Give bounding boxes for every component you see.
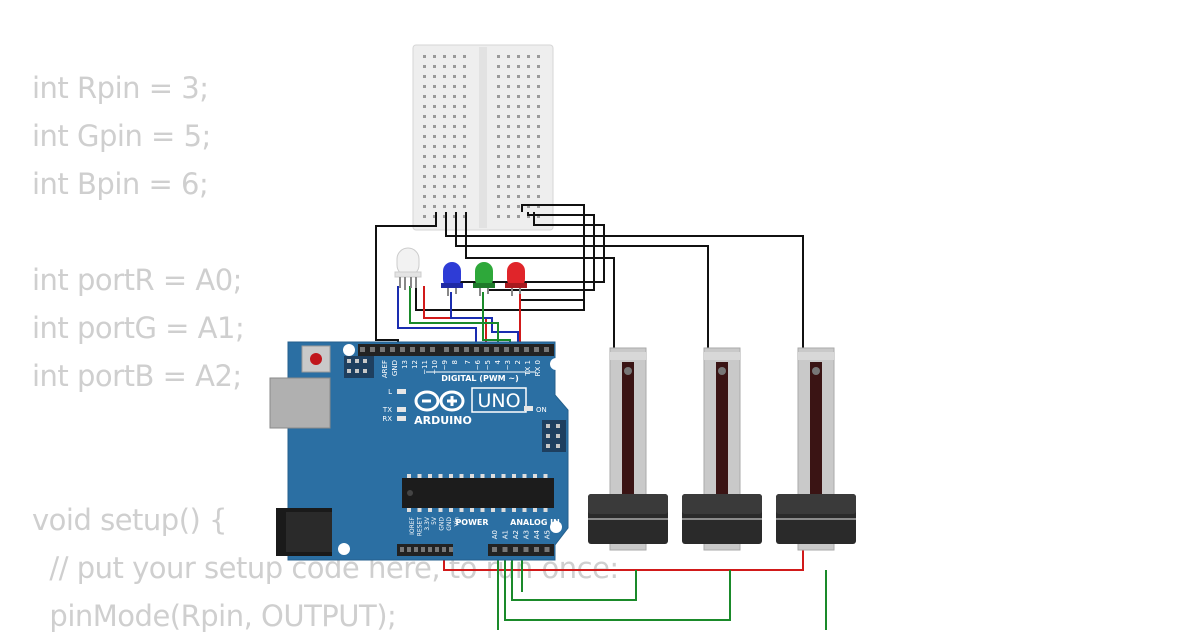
analog-pin-label: A3 [523, 530, 531, 539]
digital-pin-label: ~11 [421, 360, 429, 375]
usb-port [269, 377, 331, 429]
slide-potentiometer-1[interactable] [588, 347, 668, 551]
on-led-label: ON [536, 406, 547, 414]
breadboard [412, 44, 554, 231]
microcontroller-chip [402, 474, 554, 512]
power-pin-label: GND [446, 517, 453, 531]
power-label: POWER [455, 518, 488, 527]
code-line: int portG = A1; [32, 311, 245, 345]
tx-led-label: TX [382, 406, 392, 414]
code-line: int Rpin = 3; [32, 71, 209, 105]
digital-pin-label: 12 [411, 360, 419, 369]
analog-pin-label: A0 [491, 530, 499, 539]
green-wires [409, 286, 827, 630]
digital-pin-label: 13 [401, 360, 409, 369]
digital-pin-label: AREF [381, 360, 389, 378]
code-line: int portR = A0; [32, 263, 242, 297]
black-wires [375, 204, 804, 358]
slide-potentiometer-3[interactable] [776, 347, 856, 551]
l-led-label: L [388, 388, 392, 396]
power-pin-label: GND [439, 517, 446, 531]
digital-pin-label: 7 [464, 360, 472, 364]
digital-pin-label: ~9 [441, 360, 449, 370]
analog-pin-label: A2 [512, 530, 520, 539]
slide-potentiometer-2[interactable] [682, 347, 762, 551]
digital-pin-label: TX 1 [524, 360, 532, 377]
code-line: void setup() { [32, 503, 227, 537]
digital-pin-label: 8 [451, 360, 459, 364]
code-line: pinMode(Rpin, OUTPUT); [32, 599, 397, 633]
power-pin-label: IOREF [409, 516, 416, 534]
rgb-led [394, 247, 422, 290]
blue-led [441, 262, 463, 296]
code-line: int Bpin = 6; [32, 167, 209, 201]
analog-pin-label: A4 [533, 529, 541, 539]
digital-pin-label: GND [391, 360, 399, 376]
power-pin-label: 5V [431, 516, 438, 525]
analog-pin-label: A5 [544, 530, 552, 539]
green-led [473, 262, 495, 296]
digital-label: DIGITAL (PWM ~) [441, 374, 519, 383]
slider-knob[interactable] [682, 494, 762, 544]
rx-led-label: RX [382, 415, 392, 423]
code-editor-background: int Rpin = 3; int Gpin = 5; int Bpin = 6; i… [32, 64, 619, 640]
digital-pin-label: RX 0 [534, 360, 542, 376]
slider-knob[interactable] [588, 494, 668, 544]
analog-pin-label: A1 [502, 530, 510, 539]
slider-knob[interactable] [776, 494, 856, 544]
red-led [505, 262, 527, 296]
code-line: int Gpin = 5; [32, 119, 211, 153]
power-pin-label: 3.3V [424, 516, 431, 531]
digital-pin-label: ~6 [474, 359, 482, 370]
digital-pin-label: 2 [514, 360, 522, 364]
digital-pin-label: 4 [494, 359, 502, 364]
digital-pin-label: ~10 [431, 360, 439, 375]
analog-header [488, 544, 554, 556]
power-pin-label: Vin [453, 517, 460, 527]
power-pin-label: RESET [416, 517, 423, 537]
digital-pin-label: ~3 [504, 360, 512, 370]
analog-label: ANALOG IN [510, 518, 560, 527]
board-model: UNO [477, 390, 520, 412]
arduino-logo-icon [414, 390, 465, 412]
code-line: int portB = A2; [32, 359, 242, 393]
board-brand: ARDUINO [414, 414, 472, 427]
blue-wires [397, 286, 519, 350]
digital-pin-label: ~5 [484, 360, 492, 370]
